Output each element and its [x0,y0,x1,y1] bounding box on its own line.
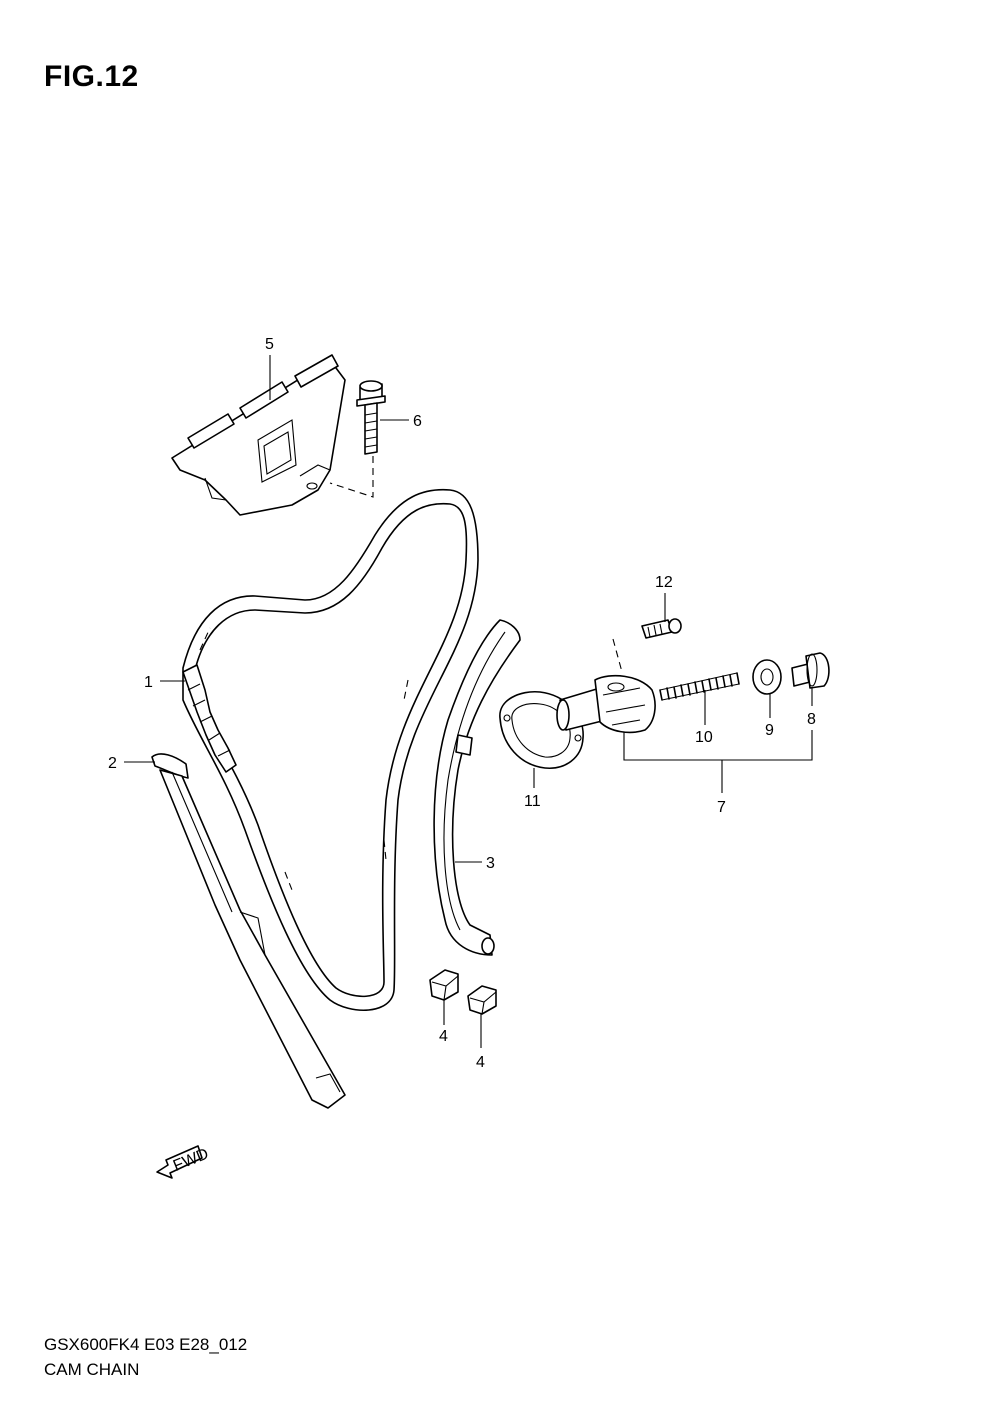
section-name: CAM CHAIN [44,1360,140,1379]
callout-4a: 4 [439,1028,448,1045]
part-7-tensioner-assembly [556,638,656,734]
callout-leaders [124,355,813,1048]
part-12-bolt [641,618,682,639]
callout-1: 1 [144,674,153,691]
part-4-cushion-a [429,969,459,1001]
part-1-cam-chain [182,488,479,1011]
model-code: GSX600FK4 E03 E28_012 [44,1335,248,1354]
part-9-washer [752,659,782,695]
callout-3: 3 [486,855,495,872]
part-2-chain-guide-left [151,753,346,1109]
callout-6: 6 [413,413,422,430]
callout-4b: 4 [476,1054,485,1071]
part-8-cap-bolt [791,652,830,689]
fwd-arrow-icon: FWD [156,1145,211,1179]
callout-7: 7 [717,799,726,816]
part-4-cushion-b [467,985,497,1015]
figure-title: FIG.12 [44,60,139,93]
callout-8: 8 [807,711,816,728]
callout-5: 5 [265,336,274,353]
callout-10: 10 [695,729,713,746]
callout-12: 12 [655,574,673,591]
callout-labels: 5 6 1 2 3 4 4 12 11 10 9 8 7 [108,336,816,1071]
part-5-upper-chain-guide [171,354,346,516]
part-10-spring [659,672,740,701]
part-6-bolt [329,380,386,498]
part-3-chain-guide-right [433,619,521,956]
callout-9: 9 [765,722,774,739]
callout-11: 11 [524,793,541,810]
callout-2: 2 [108,755,117,772]
